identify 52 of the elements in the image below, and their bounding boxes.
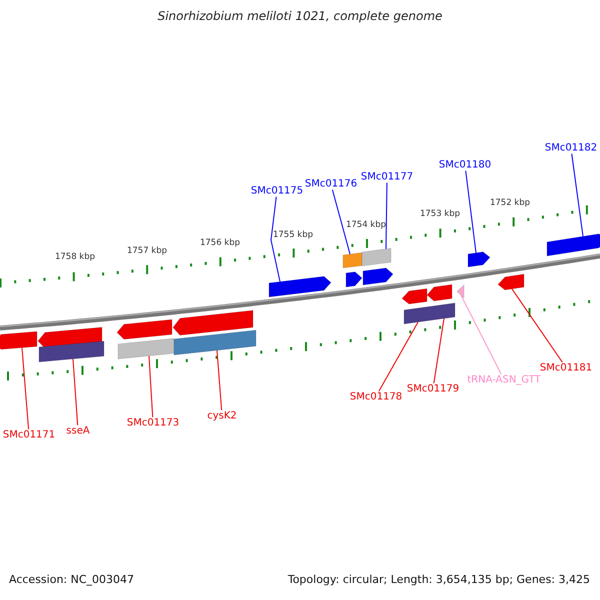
leader-line bbox=[332, 189, 350, 255]
gene-label: SMc01182 bbox=[544, 142, 598, 154]
title: Sinorhizobium meliloti 1021, complete genome bbox=[156, 10, 444, 24]
scale-label: 1754 kbp bbox=[346, 221, 386, 231]
leader-line bbox=[148, 355, 154, 418]
scale-label: 1753 kbp bbox=[420, 210, 460, 220]
leader-line bbox=[22, 347, 30, 430]
scale-label: 1756 kbp bbox=[200, 239, 240, 249]
gene-label: cysK2 bbox=[207, 410, 237, 422]
gene-label: sseA bbox=[66, 425, 90, 437]
gene-label: SMc01179 bbox=[406, 383, 460, 395]
gene-label: SMc01173 bbox=[126, 417, 180, 429]
leader-line bbox=[270, 196, 280, 282]
genome-summary-text: Topology: circular; Length: 3,654,135 bp; Genes: 3,425 bbox=[288, 574, 590, 587]
leader-line bbox=[378, 322, 418, 392]
gene-block bbox=[468, 252, 490, 268]
feature-bar bbox=[38, 340, 104, 362]
feature-bar bbox=[174, 330, 256, 356]
gene-block bbox=[546, 234, 600, 256]
gene-label: SMc01177 bbox=[360, 171, 414, 183]
feature-bar bbox=[342, 252, 362, 268]
gene-block bbox=[402, 288, 428, 304]
gene-label: SMc01175 bbox=[250, 185, 304, 197]
gene-block bbox=[172, 310, 254, 336]
gene-label: tRNA-ASN_GTT bbox=[467, 374, 541, 386]
scale-label: 1752 kbp bbox=[490, 199, 530, 209]
leader-line bbox=[460, 294, 502, 375]
feature-bar bbox=[118, 338, 174, 360]
gene-block bbox=[116, 319, 172, 340]
scale-label: 1758 kbp bbox=[54, 253, 96, 263]
feature-bar bbox=[362, 248, 392, 266]
gene-label: SMc01181 bbox=[540, 362, 592, 374]
leader-line bbox=[72, 358, 78, 426]
leader-line bbox=[512, 288, 563, 363]
gene-label: SMc01178 bbox=[350, 391, 402, 403]
gene-block bbox=[498, 274, 524, 290]
trna-marker bbox=[456, 284, 464, 299]
gene-label: SMc01180 bbox=[438, 159, 492, 171]
feature-bar bbox=[404, 302, 456, 324]
leader-line bbox=[216, 350, 222, 411]
gene-label: SMc01171 bbox=[2, 429, 56, 441]
leader-line bbox=[433, 318, 444, 384]
gene-block bbox=[268, 276, 332, 298]
leader-line bbox=[571, 153, 584, 237]
leader-line bbox=[465, 170, 476, 254]
leader-line bbox=[386, 182, 388, 250]
gene-block bbox=[0, 331, 38, 350]
gene-block bbox=[346, 272, 362, 288]
scale-label: 1757 kbp bbox=[126, 247, 168, 257]
scale-label: 1755 kbp bbox=[272, 231, 314, 241]
gene-label: SMc01176 bbox=[304, 178, 358, 190]
accession-text: Accession: NC_003047 bbox=[9, 574, 134, 587]
